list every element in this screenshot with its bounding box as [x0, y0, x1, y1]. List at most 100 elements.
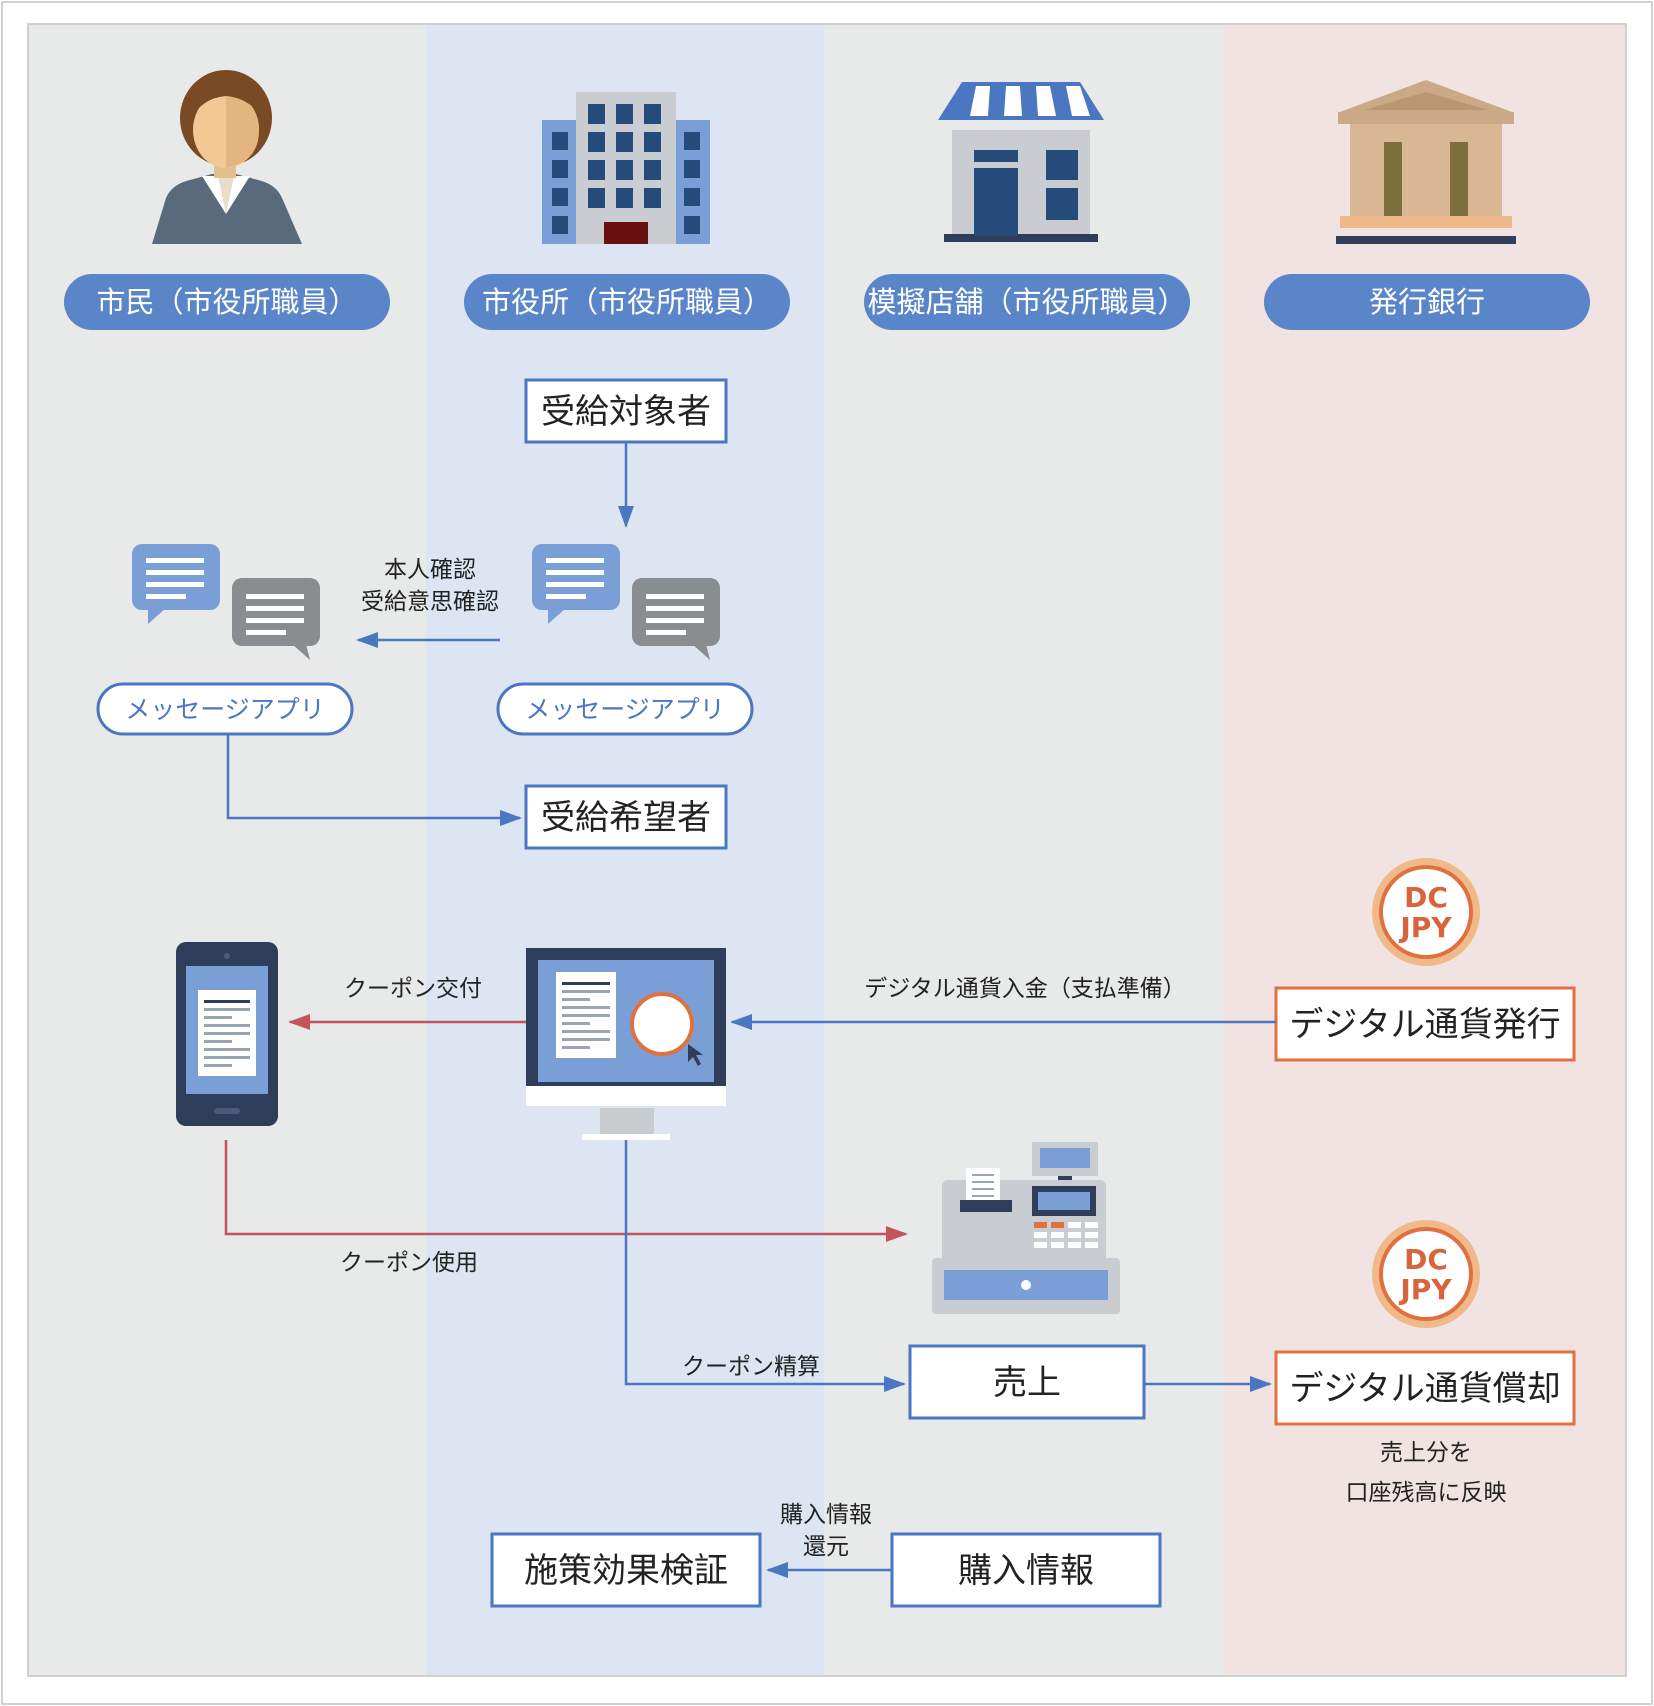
- building-window: [644, 160, 661, 180]
- receipt-line: [204, 1032, 250, 1035]
- label-balance-reflect-2: 口座残高に反映: [1346, 1480, 1507, 1506]
- bank-building-icon: [1336, 80, 1516, 244]
- message-app-citizen: メッセージアプリ: [96, 682, 354, 736]
- building-window: [684, 216, 700, 234]
- receipt-line: [562, 1046, 590, 1049]
- lane-header-bank: 発行銀行: [1264, 274, 1590, 330]
- receipt-line: [972, 1188, 994, 1190]
- citizen-person-icon: [152, 70, 302, 244]
- lane-store-bg: [824, 24, 1224, 1676]
- arrow-app-to-applicants: [226, 734, 522, 826]
- building-window: [616, 160, 633, 180]
- building-window: [552, 160, 568, 178]
- lane-header-store-label: 模擬店舗（市役所職員）: [867, 285, 1186, 319]
- register-key: [1085, 1232, 1098, 1238]
- box-applicants: 受給希望者: [524, 784, 728, 850]
- label-coupon-use: クーポン使用: [340, 1250, 478, 1276]
- receipt-line: [562, 982, 610, 985]
- chat-bubbles-citizen-icon: [132, 544, 320, 660]
- register-key: [1034, 1222, 1047, 1228]
- building-window: [588, 104, 605, 124]
- building-window: [552, 132, 568, 150]
- label-coupon-issue: クーポン交付: [344, 976, 482, 1002]
- receipt-line: [204, 1064, 232, 1067]
- building-window: [684, 188, 700, 206]
- label-balance-reflect-1: 売上分を: [1380, 1440, 1472, 1466]
- receipt-line: [562, 1030, 610, 1033]
- receipt-line: [972, 1181, 994, 1183]
- awning-stripe: [970, 86, 990, 116]
- label-coupon-settle: クーポン精算: [682, 1354, 820, 1380]
- box-digital-currency-issue: デジタル通貨発行: [1274, 986, 1576, 1062]
- receipt-line: [204, 1048, 250, 1051]
- box-policy-verification: 施策効果検証: [490, 1532, 762, 1608]
- lane-header-citizen-label: 市民（市役所職員）: [96, 285, 357, 319]
- message-app-city-hall-label: メッセージアプリ: [525, 695, 725, 724]
- register-key: [1085, 1222, 1098, 1228]
- receipt-line: [562, 990, 610, 993]
- message-app-city-hall: メッセージアプリ: [496, 682, 754, 736]
- box-digital-currency-redeem-label: デジタル通貨償却: [1289, 1369, 1560, 1409]
- receipt-line: [204, 1016, 232, 1019]
- lane-header-city-hall: 市役所（市役所職員）: [464, 274, 790, 330]
- box-purchase-info-label: 購入情報: [958, 1551, 1094, 1591]
- dc-jpy-badge-redeem-icon: DC JPY: [1372, 1220, 1480, 1328]
- label-deposit: デジタル通貨入金（支払準備）: [864, 976, 1186, 1002]
- building-window: [684, 132, 700, 150]
- box-purchase-info: 購入情報: [890, 1532, 1162, 1608]
- building-window: [616, 104, 633, 124]
- chat-bubbles-city-hall-icon: [532, 544, 720, 660]
- building-window: [588, 160, 605, 180]
- lane-header-store: 模擬店舗（市役所職員）: [864, 274, 1190, 330]
- receipt-line: [204, 1056, 250, 1059]
- store-shop-icon: [938, 82, 1104, 242]
- lanes-border: [27, 23, 1627, 1677]
- awning-stripe: [1066, 86, 1090, 116]
- awning-stripe: [1036, 86, 1056, 116]
- building-window: [588, 188, 605, 208]
- label-purchase-return-1: 購入情報: [780, 1502, 872, 1528]
- label-purchase-return-2: 還元: [803, 1534, 849, 1560]
- box-sales: 売上: [908, 1344, 1146, 1420]
- label-identity-check-1: 本人確認: [384, 557, 476, 583]
- register-key: [1034, 1242, 1047, 1248]
- receipt-line: [562, 1022, 590, 1025]
- register-key: [1034, 1232, 1047, 1238]
- building-window: [552, 216, 568, 234]
- receipt-line: [204, 1008, 250, 1011]
- receipt-line: [562, 1038, 610, 1041]
- register-key: [1051, 1222, 1064, 1228]
- building-window: [588, 132, 605, 152]
- building-window: [616, 188, 633, 208]
- dc-jpy-badge-redeem-line1: DC: [1404, 1243, 1448, 1276]
- lane-city-hall-bg: [426, 24, 824, 1676]
- register-key: [1068, 1232, 1081, 1238]
- lane-header-bank-label: 発行銀行: [1369, 285, 1485, 319]
- building-window: [616, 132, 633, 152]
- receipt-line: [972, 1174, 994, 1176]
- city-hall-building-icon: [542, 92, 710, 244]
- dc-jpy-badge-issue-line2: JPY: [1398, 911, 1452, 944]
- receipt-line: [204, 1024, 250, 1027]
- lane-citizen-bg: [28, 24, 426, 1676]
- awning-stripe: [1004, 86, 1022, 116]
- dc-jpy-badge-issue-icon: DC JPY: [1372, 858, 1480, 966]
- cash-register-icon: [932, 1142, 1120, 1314]
- box-applicants-label: 受給希望者: [541, 798, 711, 838]
- box-policy-verification-label: 施策効果検証: [524, 1551, 728, 1591]
- building-window: [684, 160, 700, 178]
- building-window: [644, 104, 661, 124]
- receipt-line: [204, 1000, 250, 1003]
- register-key: [1068, 1242, 1081, 1248]
- box-digital-currency-redeem: デジタル通貨償却: [1274, 1350, 1576, 1426]
- building-window: [552, 188, 568, 206]
- arrow-coupon-use: [224, 1140, 908, 1242]
- monitor-coupon-issuance-icon: [526, 948, 726, 1140]
- dc-jpy-badge-issue-line1: DC: [1404, 881, 1448, 914]
- box-target-recipients: 受給対象者: [524, 378, 728, 444]
- receipt-line: [204, 1040, 232, 1043]
- lane-header-city-hall-label: 市役所（市役所職員）: [482, 285, 772, 319]
- register-key: [1068, 1222, 1081, 1228]
- box-sales-label: 売上: [993, 1363, 1061, 1403]
